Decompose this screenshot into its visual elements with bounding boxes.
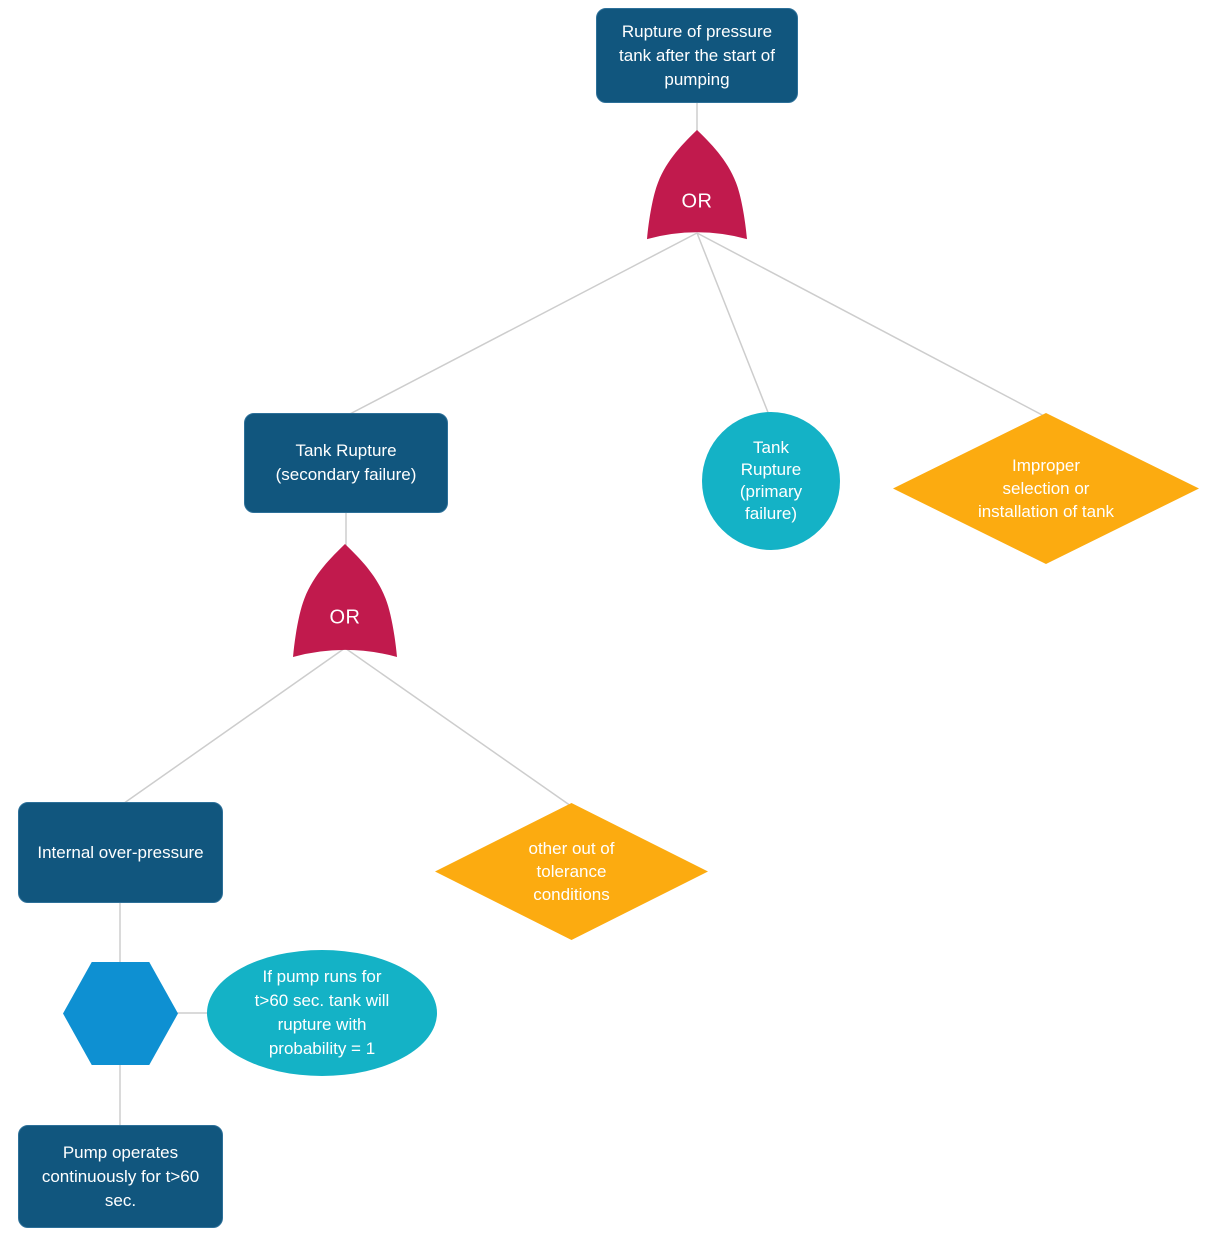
edge-or1-to-secondary [345, 232, 698, 417]
edge-or1-to-primary [696, 232, 772, 421]
node-or-gate-1: OR [647, 130, 747, 242]
node-tank-rupture-primary-label: Tank Rupture (primary failure) [739, 438, 803, 523]
node-tank-rupture-secondary: Tank Rupture (secondary failure) [244, 413, 448, 513]
node-pump-operates: Pump operates continuously for t>60 sec. [18, 1125, 223, 1228]
node-improper-selection-label: Improper selection or installation of ta… [977, 456, 1115, 521]
node-top-event-label: Rupture of pressure tank after the start… [619, 21, 775, 89]
or-gate-icon [293, 544, 397, 657]
node-pump-runs-condition-label: If pump runs for t>60 sec. tank will rup… [254, 967, 390, 1058]
node-internal-over-pressure: Internal over-pressure [18, 802, 223, 903]
node-tank-rupture-primary: Tank Rupture (primary failure) [702, 412, 840, 550]
node-top-event: Rupture of pressure tank after the start… [596, 8, 798, 103]
node-internal-over-pressure-label: Internal over-pressure [37, 842, 204, 862]
node-tank-rupture-secondary-label: Tank Rupture (secondary failure) [275, 441, 417, 484]
or-gate-icon [647, 130, 747, 240]
edge-or2-to-internal [119, 647, 346, 807]
node-other-out-of-tolerance-label: other out of tolerance conditions [528, 839, 615, 904]
or-gate-1-label: OR [681, 190, 713, 213]
edge-or2-to-other [344, 647, 572, 807]
node-or-gate-2: OR [293, 544, 397, 660]
node-pump-operates-label: Pump operates continuously for t>60 sec. [41, 1142, 200, 1210]
node-pump-runs-condition: If pump runs for t>60 sec. tank will rup… [207, 950, 437, 1076]
edge-or1-to-improper [696, 232, 1047, 418]
or-gate-2-label: OR [329, 606, 361, 629]
